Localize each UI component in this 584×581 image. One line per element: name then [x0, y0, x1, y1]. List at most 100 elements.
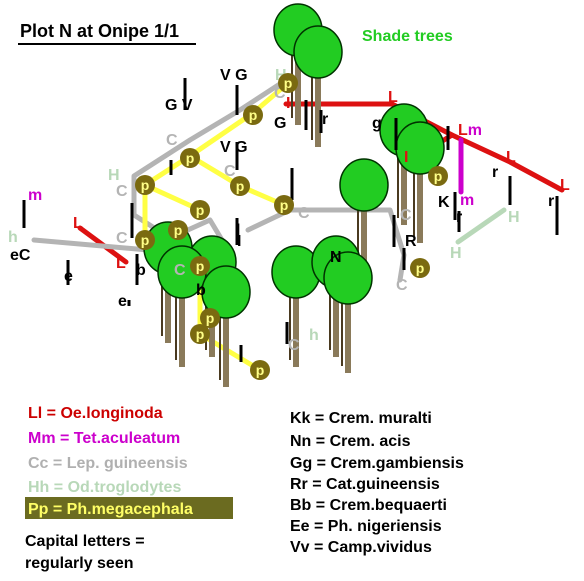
legend-right: Kk = Crem. muralti Nn = Crem. acis Gg = … [290, 410, 464, 556]
legend-item-guineensis: Cc = Lep. guineensis [28, 455, 188, 472]
species-letter: h [8, 229, 18, 246]
legend-item-nigeriensis: Ee = Ph. nigeriensis [290, 518, 442, 535]
shade-tree [201, 265, 251, 387]
legend-item-acis: Nn = Crem. acis [290, 433, 411, 450]
megacephala-badge: p [135, 230, 155, 250]
species-letter: C [298, 205, 310, 222]
species-letter: h [309, 327, 319, 344]
badge-circle [200, 308, 220, 328]
species-letter: I [404, 149, 408, 166]
legend-item-megacephala: Pp = Ph.megacephala [28, 501, 193, 518]
note-line-2: regularly seen [25, 555, 134, 572]
species-letter: L [506, 149, 516, 166]
badge-letter: p [141, 232, 150, 248]
megacephala-badge: p [190, 324, 210, 344]
badge-circle [410, 258, 430, 278]
badge-circle [428, 166, 448, 186]
species-letter: Lm [458, 122, 482, 139]
species-letter: eC [10, 247, 31, 264]
badge-circle [190, 200, 210, 220]
tree-crown [339, 158, 389, 212]
trees-layer [143, 3, 445, 387]
species-letter: K [438, 194, 450, 211]
badge-letter: p [174, 222, 183, 238]
legend-item-troglodytes: Hh = Od.troglodytes [28, 479, 181, 496]
badge-letter: p [196, 202, 205, 218]
species-letter: C [174, 262, 186, 279]
species-letter: r [322, 111, 328, 128]
badge-circle [135, 175, 155, 195]
legend-item-gambiensis: Gg = Crem.gambiensis [290, 455, 464, 472]
badge-circle [135, 230, 155, 250]
megacephala-badge: p [180, 148, 200, 168]
species-letter-m: m [468, 122, 482, 139]
megacephala-badge: p [200, 308, 220, 328]
guineensis-trail-east [283, 207, 407, 283]
note-line-1: Capital letters = [25, 533, 145, 550]
badge-letter: p [280, 197, 289, 213]
posts-layer [22, 78, 559, 362]
legend-item-aculeatum: Mm = Tet.aculeatum [28, 430, 180, 447]
legend-item-catguineensis: Rr = Cat.guineensis [290, 476, 440, 493]
species-letter: C [396, 277, 408, 294]
megacephala-badge: p [250, 360, 270, 380]
species-letter: m [460, 192, 474, 209]
species-letter: L [560, 177, 570, 194]
badge-circle [243, 105, 263, 125]
species-letter: H [108, 167, 120, 184]
species-letter: r [456, 209, 462, 226]
megacephala-badge: p [135, 175, 155, 195]
species-letter: C [116, 230, 128, 247]
species-letter: V G [220, 139, 248, 156]
species-letter: H [450, 245, 462, 262]
species-letter: G [274, 115, 286, 132]
troglodytes-trail [455, 207, 507, 245]
species-letter: R [405, 233, 417, 250]
diagram-title: Plot N at Onipe 1/1 [20, 21, 179, 41]
legend-highlight-box [25, 497, 233, 519]
species-letter: m [28, 187, 42, 204]
tree-crown [323, 251, 373, 305]
badge-circle [250, 360, 270, 380]
species-letter: l [236, 222, 240, 239]
species-letter: b [196, 282, 206, 299]
badge-circle [278, 73, 298, 93]
species-letter: L [388, 89, 398, 106]
species-letter: r [492, 164, 498, 181]
legend-item-muralti: Kk = Crem. muralti [290, 410, 432, 427]
species-letter: e [64, 268, 73, 285]
species-letter: r [548, 193, 554, 210]
species-letter: I [286, 95, 290, 112]
species-letter: C [166, 132, 178, 149]
badge-letter: p [196, 258, 205, 274]
megacephala-trail-link [142, 182, 203, 213]
badge-circle [190, 324, 210, 344]
species-letter: L [116, 255, 126, 272]
badge-circle [274, 195, 294, 215]
species-letter: g [372, 115, 382, 132]
badge-circle [190, 256, 210, 276]
shade-tree [323, 251, 373, 373]
species-letter: H [508, 209, 520, 226]
badge-letter: p [236, 178, 245, 194]
megacephala-badge: p [243, 105, 263, 125]
badge-letter: p [186, 150, 195, 166]
species-letter: L [73, 215, 83, 232]
shade-tree [395, 121, 445, 243]
badge-circle [180, 148, 200, 168]
species-letter: C [400, 207, 412, 224]
shade-tree [293, 25, 343, 147]
species-letter: C [116, 183, 128, 200]
legend-item-vividus: Vv = Camp.vividus [290, 539, 432, 556]
species-letter: C [288, 337, 300, 354]
megacephala-badge: p [190, 200, 210, 220]
legend-item-longinoda: Ll = Oe.longinoda [28, 405, 163, 422]
legend-item-bequaerti: Bb = Crem.bequaerti [290, 497, 447, 514]
tree-crown [293, 25, 343, 79]
edges-layer [31, 77, 565, 373]
species-letter: I [237, 233, 241, 250]
badge-letter: p [434, 168, 443, 184]
badge-circle [230, 176, 250, 196]
